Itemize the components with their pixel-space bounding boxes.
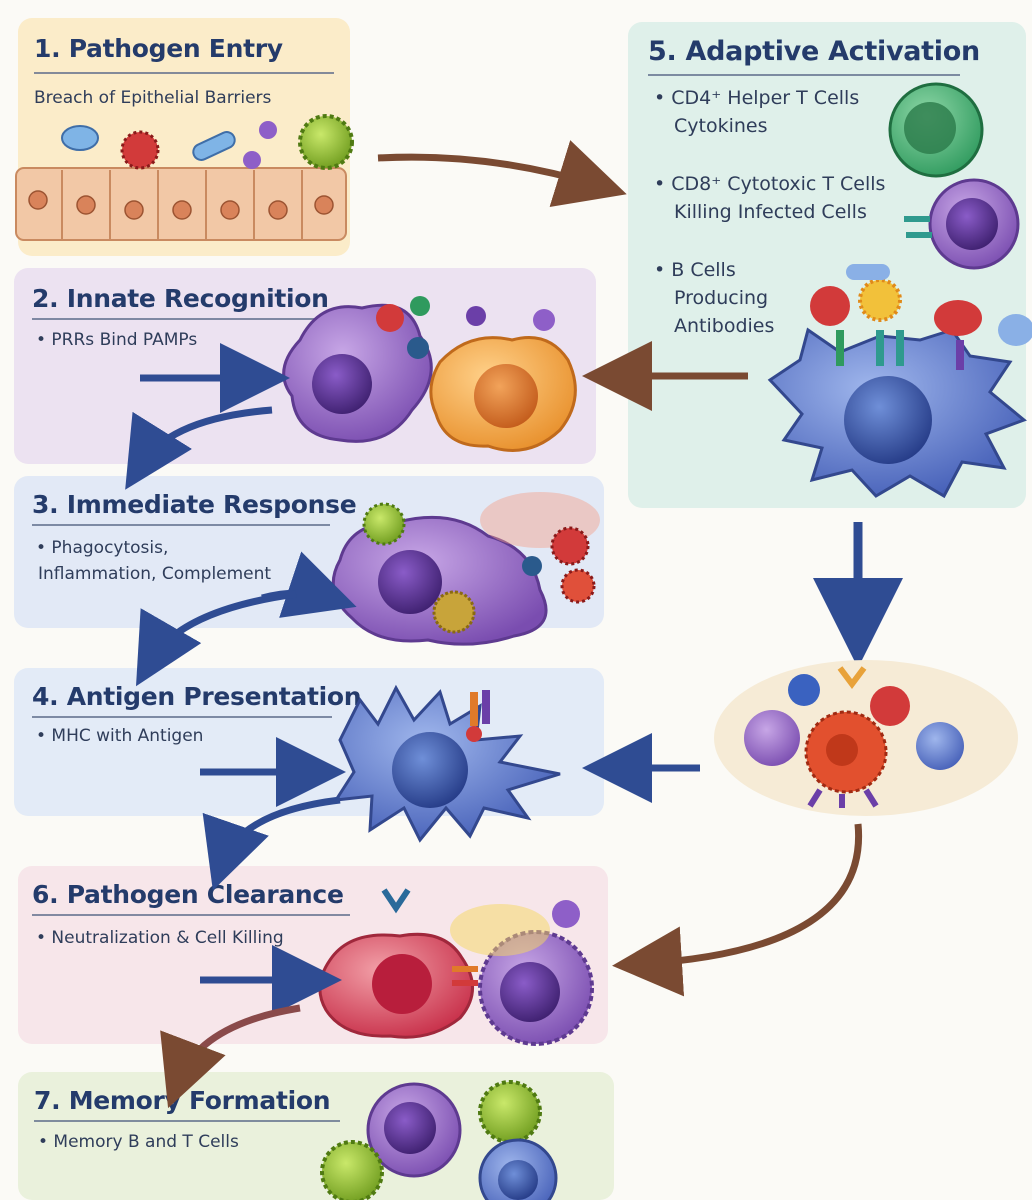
step-5-item-1-line-1: • CD4⁺ Helper T Cells	[654, 87, 860, 109]
step-5-title: 5. Adaptive Activation	[648, 36, 980, 67]
phagocytosis-icon	[331, 492, 600, 646]
step-6-title: 6. Pathogen Clearance	[32, 880, 344, 909]
step-3-rule	[32, 524, 330, 526]
step-3-title: 3. Immediate Response	[32, 490, 357, 519]
step-1-rule	[34, 72, 334, 74]
step-4-title: 4. Antigen Presentation	[32, 682, 362, 711]
helper-t-cell-icon	[888, 82, 984, 178]
arrow-entry-to-adaptive	[377, 140, 627, 208]
step-1-subtitle: Breach of Epithelial Barriers	[34, 88, 272, 108]
activated-lymphocyte-cluster-icon	[714, 660, 1018, 816]
epithelial-barrier-illustration	[15, 167, 347, 241]
step-5-item-2-line-2: Killing Infected Cells	[674, 201, 867, 223]
step-4-bullet: • MHC with Antigen	[36, 726, 204, 746]
step-5-item-3-line-1: • B Cells	[654, 259, 736, 281]
step-6-bullet: • Neutralization & Cell Killing	[36, 928, 284, 948]
step-5-item-1-line-2: Cytokines	[674, 115, 768, 137]
step-4-rule	[32, 716, 332, 718]
step-3-bullet-line-2: Inflammation, Complement	[38, 564, 272, 584]
step-5-item-2-line-1: • CD8⁺ Cytotoxic T Cells	[654, 173, 886, 195]
cytotoxic-t-cell-icon	[904, 178, 1020, 270]
step-5-item-3-line-3: Antibodies	[674, 315, 775, 337]
arrow-activated-to-clearance	[612, 823, 863, 997]
memory-cells-icon	[320, 1080, 558, 1200]
phagocyte-recognition-icon	[282, 296, 577, 452]
b-cell-activation-icon	[767, 264, 1032, 499]
step-2-rule	[32, 318, 322, 320]
step-1-title: 1. Pathogen Entry	[34, 34, 283, 63]
dendritic-cell-icon	[333, 684, 561, 843]
step-6-rule	[32, 914, 350, 916]
arrow-recognition-to-response	[125, 406, 273, 490]
step-2-bullet: • PRRs Bind PAMPs	[36, 330, 198, 350]
pathogen-clearance-icon	[318, 888, 594, 1046]
arrow-clearance-to-memory	[160, 1004, 301, 1109]
step-5-item-3-line-2: Producing	[674, 287, 769, 309]
step-2-panel: 2. Innate Recognition • PRRs Bind PAMPs	[14, 268, 596, 464]
step-2-title: 2. Innate Recognition	[32, 284, 329, 313]
arrow-response-to-presentation	[135, 590, 297, 687]
arrow-presentation-to-clearance	[202, 796, 341, 891]
pathogens-icon	[61, 114, 354, 170]
step-3-bullet-line-1: • Phagocytosis,	[36, 538, 169, 558]
step-7-bullet: • Memory B and T Cells	[38, 1132, 239, 1152]
step-7-rule	[34, 1120, 340, 1122]
step-5-rule	[648, 74, 960, 76]
